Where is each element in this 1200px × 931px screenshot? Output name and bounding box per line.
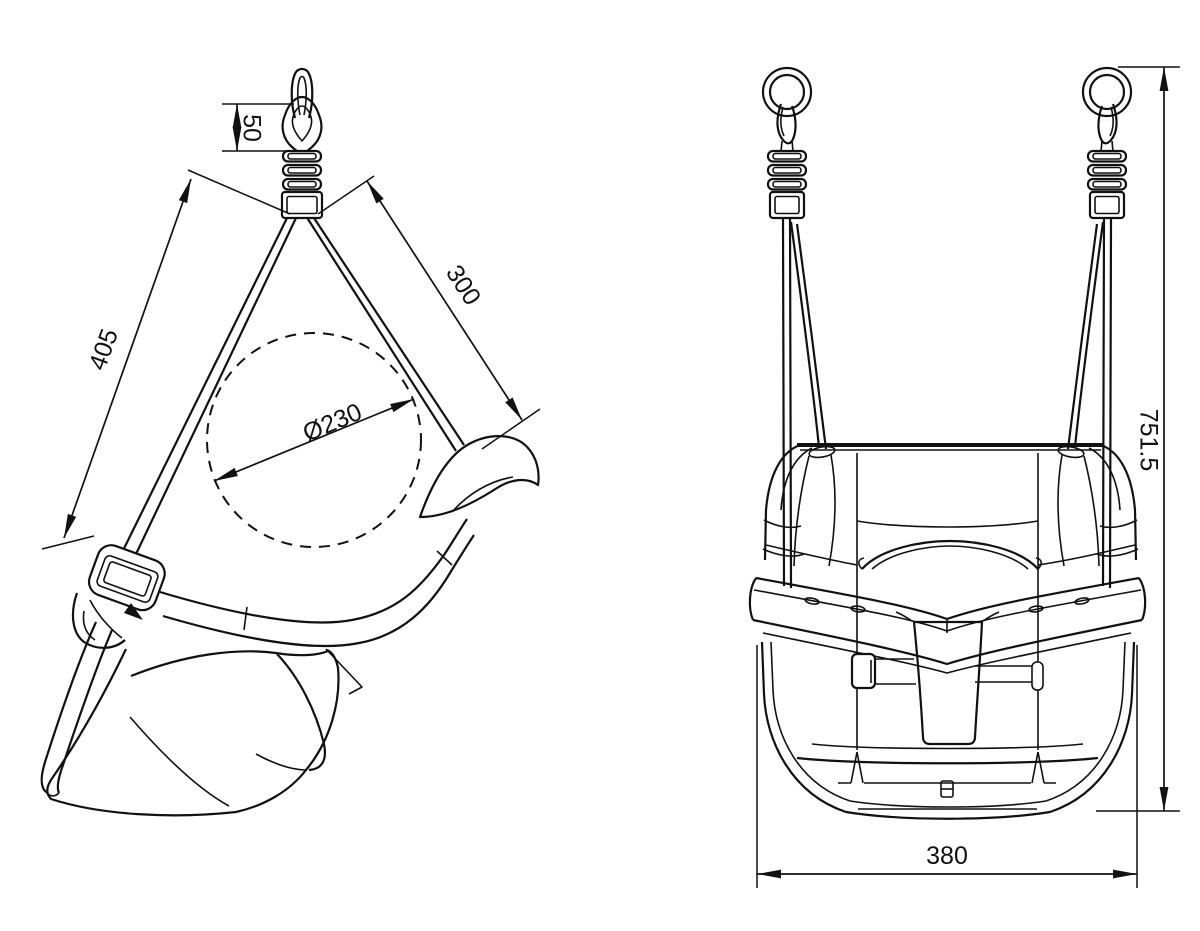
backrest-hump [861, 539, 1039, 570]
rope-hole-left [808, 445, 836, 459]
hanger-front-left [761, 66, 813, 220]
suspension-ring [761, 66, 813, 118]
rope-hanger-side [280, 67, 324, 220]
seat-opening-dashed-circle [206, 332, 422, 548]
rope-eye-loop [290, 67, 314, 119]
dim-label-50: 50 [237, 114, 265, 142]
dim-label-751: 751.5 [1134, 409, 1162, 472]
ropes-side [40, 215, 465, 797]
strap-end [1031, 661, 1044, 691]
dim-line-405 [63, 178, 192, 539]
clamp-detail-dart [124, 603, 143, 620]
seat-side-profile [46, 435, 540, 817]
rope-hole-right [1057, 445, 1085, 459]
strap-buckle [850, 652, 877, 690]
rope-clamp [71, 544, 166, 649]
dim-line-300 [366, 180, 523, 421]
dimensions-front: 751.5 380 [756, 66, 1180, 888]
safety-bar [748, 576, 1147, 674]
side-view: 50 405 300 Ø230 [40, 67, 541, 817]
dim-label-380: 380 [926, 842, 968, 870]
ropes-front [781, 217, 1113, 589]
suspension-ring [1081, 66, 1133, 118]
rope-rings-side [281, 149, 323, 191]
waist-strap [850, 652, 1044, 691]
hook [281, 95, 323, 154]
t-bar [912, 620, 984, 746]
rear-rope [103, 215, 289, 590]
hanger-front-right [1081, 66, 1133, 220]
seat-front [748, 443, 1147, 820]
dim-label-diameter: Ø230 [299, 398, 366, 448]
front-view: 751.5 380 [748, 66, 1180, 888]
dim-label-405: 405 [83, 325, 124, 374]
dim-line-diameter [213, 398, 415, 482]
